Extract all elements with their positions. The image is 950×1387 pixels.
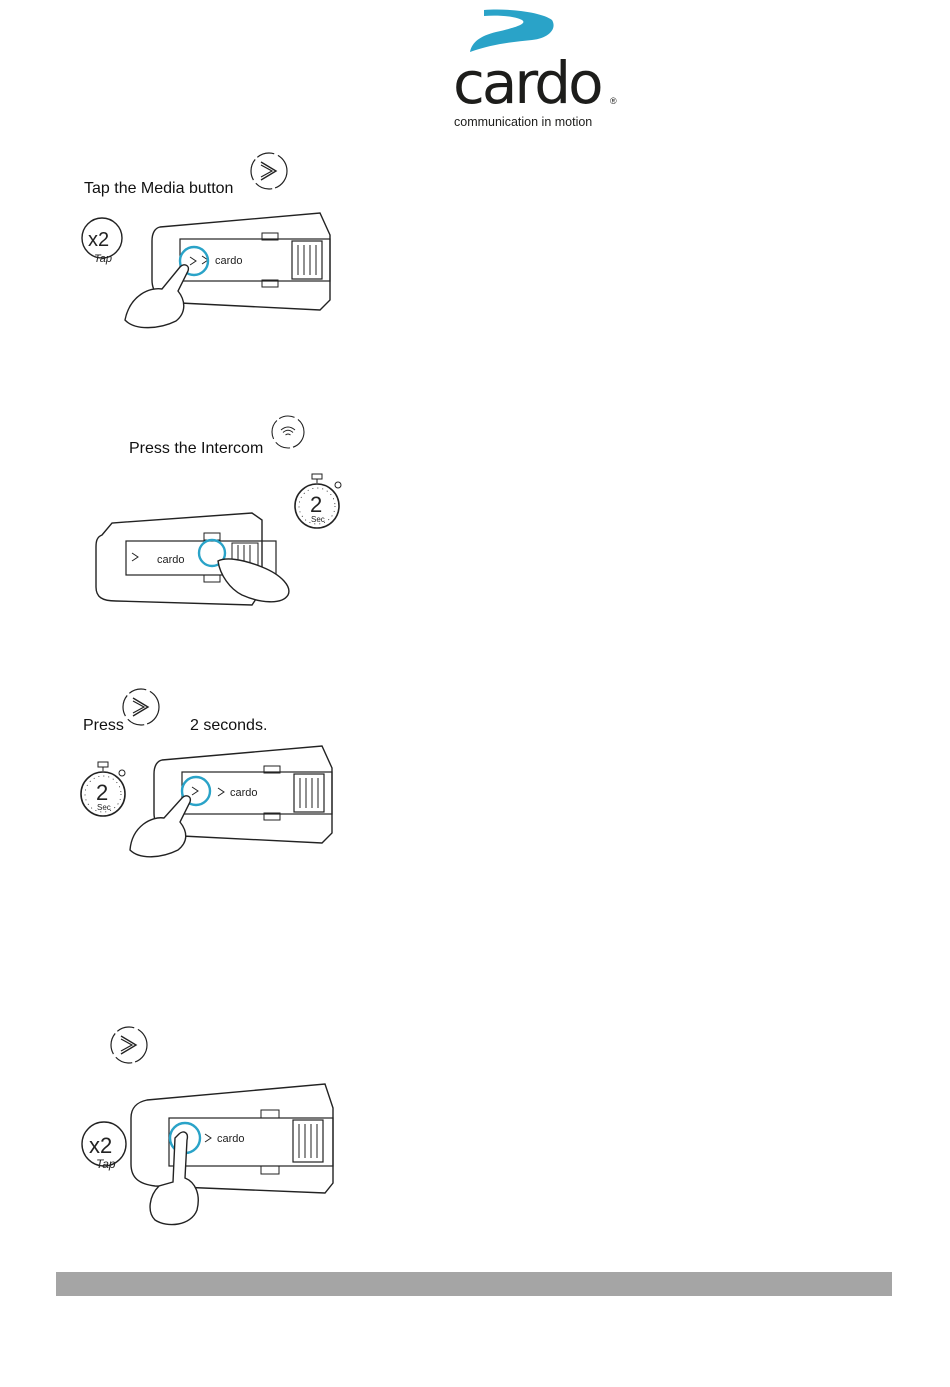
badge-sub-text: Tap: [96, 1157, 116, 1171]
stopwatch-number: 2: [96, 780, 108, 805]
registered-mark: ®: [610, 96, 617, 106]
footer-bar: [56, 1272, 892, 1296]
cardo-logo: cardo ® communication in motion: [448, 6, 628, 126]
step1-instruction: Tap the Media button: [84, 180, 233, 198]
badge-sub-text: Tap: [94, 253, 112, 265]
step3-instruction-before: Press: [83, 717, 124, 735]
step3-instruction-after: 2 seconds.: [190, 717, 267, 735]
media-chevron-icon: [120, 686, 162, 728]
stopwatch-unit: Sec: [311, 515, 325, 524]
media-chevron-icon: [108, 1024, 150, 1066]
media-chevron-icon: [248, 150, 290, 192]
device-brand-label: cardo: [157, 554, 185, 566]
logo-swoosh-icon: [462, 6, 562, 52]
device-brand-label: cardo: [215, 255, 243, 267]
stopwatch-unit: Sec: [97, 803, 111, 812]
logo-tagline: communication in motion: [454, 115, 592, 129]
logo-wordmark: cardo: [453, 54, 601, 112]
device-brand-label: cardo: [217, 1133, 245, 1145]
badge-main-text: x2: [89, 1133, 112, 1158]
device-illustration: cardo: [120, 205, 335, 335]
stopwatch-number: 2: [310, 492, 322, 517]
device-illustration: cardo: [92, 505, 302, 610]
device-brand-label: cardo: [230, 787, 258, 799]
device-illustration: cardo: [122, 738, 337, 863]
intercom-icon: [270, 414, 306, 450]
step2-instruction: Press the Intercom: [129, 440, 263, 458]
device-illustration: cardo: [125, 1078, 337, 1228]
badge-main-text: x2: [88, 229, 109, 251]
